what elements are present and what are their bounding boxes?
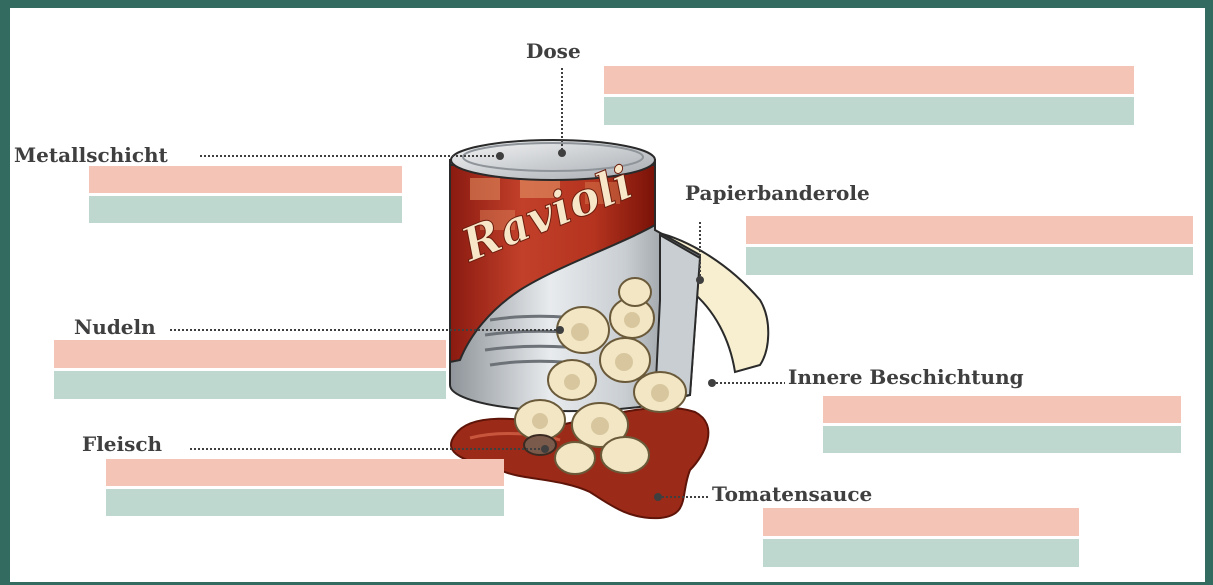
answer-tomatensauce-line-2[interactable] (763, 539, 1079, 567)
answer-papierbanderole-line-1[interactable] (746, 216, 1193, 244)
label-nudeln: Nudeln (74, 316, 156, 338)
answer-metallschicht-line-2[interactable] (89, 196, 402, 223)
label-metallschicht: Metallschicht (14, 144, 168, 166)
answer-nudeln-line-1[interactable] (54, 340, 446, 368)
meat-piece (524, 435, 556, 455)
answer-metallschicht-line-1[interactable] (89, 166, 402, 193)
answer-nudeln-line-2[interactable] (54, 371, 446, 399)
label-tomatensauce: Tomatensauce (712, 483, 872, 505)
answer-innere-beschichtung-line-1[interactable] (823, 396, 1181, 423)
answer-innere-beschichtung-line-2[interactable] (823, 426, 1181, 453)
label-papierbanderole: Papierbanderole (685, 182, 870, 204)
answer-dose-line-2[interactable] (604, 97, 1134, 125)
label-fleisch: Fleisch (82, 433, 162, 455)
answer-papierbanderole-line-2[interactable] (746, 247, 1193, 275)
answer-fleisch-line-2[interactable] (106, 489, 504, 516)
answer-dose-line-1[interactable] (604, 66, 1134, 94)
label-innere-beschichtung: Innere Beschichtung (788, 366, 1024, 388)
answer-fleisch-line-1[interactable] (106, 459, 504, 486)
answer-tomatensauce-line-1[interactable] (763, 508, 1079, 536)
label-dose: Dose (526, 40, 581, 62)
